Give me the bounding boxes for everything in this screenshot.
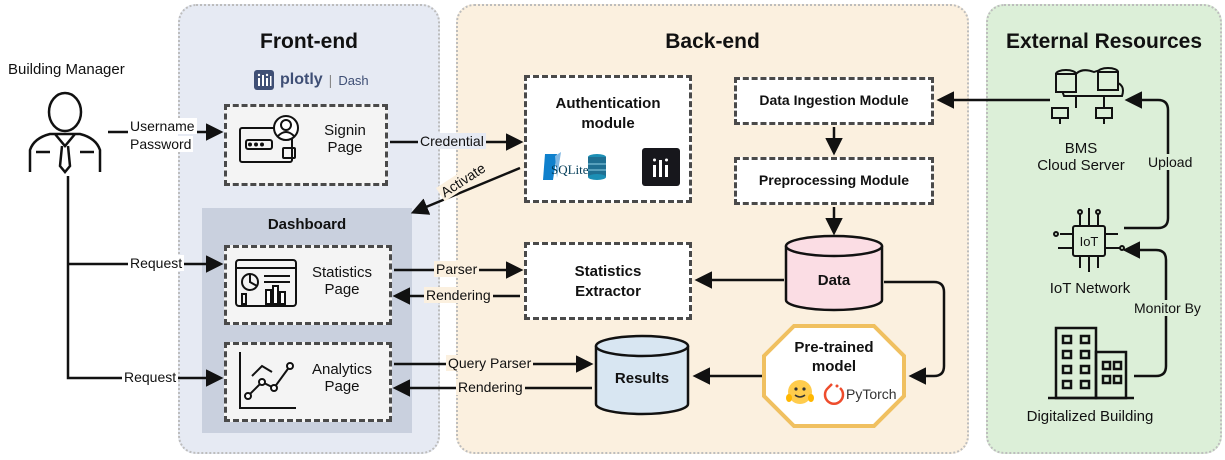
data-store-cylinder xyxy=(784,234,884,312)
statistics-extractor-label: Statistics Extractor xyxy=(574,263,642,300)
logo-divider: | xyxy=(328,72,333,88)
results-store-cylinder xyxy=(594,334,690,416)
dashboard-title: Dashboard xyxy=(267,216,347,233)
pytorch-label: PyTorch xyxy=(846,386,897,402)
digitalized-building-label: Digitalized Building xyxy=(1026,408,1154,425)
edge-label-password: Password xyxy=(128,136,194,152)
results-store-label: Results xyxy=(614,370,670,387)
plotly-icon xyxy=(254,70,274,90)
edge-label-username: Username xyxy=(128,118,197,134)
plotly-dash-logo: plotly | Dash xyxy=(254,68,369,92)
statistics-page-label: Statistics Page xyxy=(311,264,372,298)
edge-label-upload: Upload xyxy=(1146,154,1195,170)
edge-label-rendering-stats: Rendering xyxy=(424,287,493,303)
dash-label: Dash xyxy=(338,72,369,88)
edge-label-credential: Credential xyxy=(418,133,486,149)
backend-title: Back-end xyxy=(665,30,760,53)
digitalized-building-icon xyxy=(1048,326,1134,400)
plotly-bars-icon xyxy=(653,158,668,177)
edge-label-parser: Parser xyxy=(434,261,480,277)
edge-label-request-stats: Request xyxy=(128,255,185,271)
external-title: External Resources xyxy=(1005,30,1203,53)
data-ingestion-module-label: Data Ingestion Module xyxy=(759,92,909,108)
bms-cloud-server-icon xyxy=(1051,67,1124,124)
building-manager-icon xyxy=(28,91,102,174)
building-manager-label: Building Manager xyxy=(8,61,125,78)
bms-cloud-server-label: BMS Cloud Server xyxy=(1037,140,1125,174)
iot-network-label: IoT Network xyxy=(1049,280,1131,297)
authentication-module-title: Authentication module xyxy=(555,95,661,132)
pretrained-model-label: Pre-trained model xyxy=(794,339,874,375)
statistics-dashboard-icon xyxy=(235,259,297,307)
sqlite-icon xyxy=(543,152,606,180)
edge-label-query-parser: Query Parser xyxy=(446,355,534,371)
iot-chip-icon xyxy=(1053,208,1125,272)
pytorch-icon xyxy=(823,383,845,405)
huggingface-icon xyxy=(786,380,814,404)
iot-chip-text: IoT xyxy=(1080,234,1099,249)
analytics-page-label: Analytics Page xyxy=(311,361,373,395)
frontend-title: Front-end xyxy=(260,30,358,53)
sqlite-label: SQLite xyxy=(551,162,589,177)
login-screen-icon xyxy=(239,115,299,163)
data-ingestion-module-box xyxy=(734,77,934,125)
statistics-extractor-box xyxy=(524,242,692,320)
edge-label-request-analytics: Request xyxy=(122,369,179,385)
plotly-dark-logo xyxy=(642,148,680,186)
signin-page-label: Signin Page xyxy=(324,122,366,156)
preprocessing-module-box xyxy=(734,157,934,205)
statistics-page-box[interactable] xyxy=(224,245,392,325)
sqlite-logo: SQLite xyxy=(541,150,611,184)
plotly-brand: plotly xyxy=(280,71,323,88)
analytics-chart-icon xyxy=(239,352,296,409)
analytics-page-box[interactable] xyxy=(224,342,392,422)
edge-label-rendering-analytics: Rendering xyxy=(456,379,525,395)
edge-label-monitor-by: Monitor By xyxy=(1132,300,1203,316)
data-store-label: Data xyxy=(817,272,851,289)
preprocessing-module-label: Preprocessing Module xyxy=(758,172,910,188)
